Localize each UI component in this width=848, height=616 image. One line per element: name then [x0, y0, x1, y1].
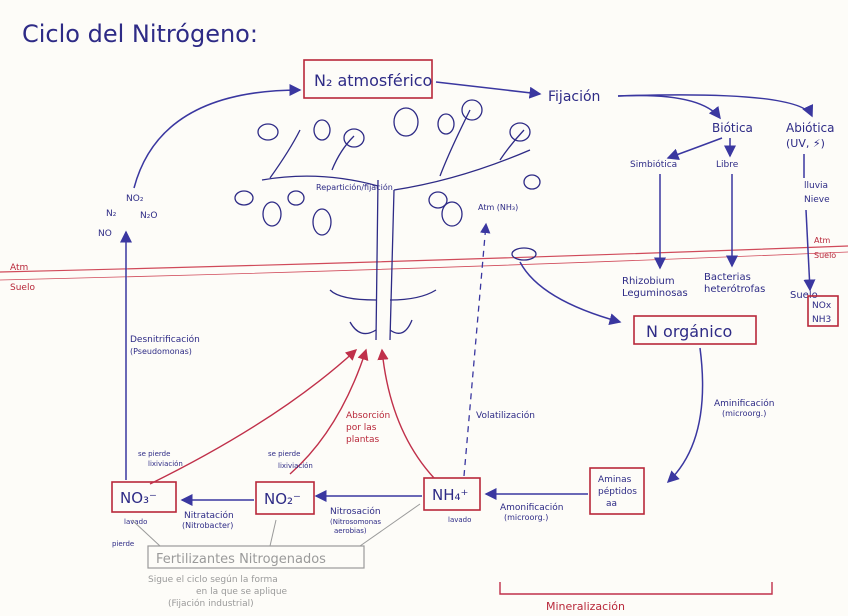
mineralizacion-label: Mineralización	[546, 600, 625, 613]
atm-soil-line-2	[0, 251, 848, 281]
mineralizacion-bracket	[499, 582, 773, 595]
aminificacion-label: Aminificación	[714, 398, 774, 409]
arrow-fijacion-abiotica	[617, 94, 814, 118]
sigue-1: Sigue el ciclo según la forma	[148, 575, 278, 585]
desnitrificacion-label: Desnitrificación	[130, 334, 200, 345]
suelo-label: Suelo	[10, 283, 35, 293]
nitrosomonas-label: (Nitrosomonas	[330, 518, 381, 526]
se-pierde-2: se pierde	[268, 450, 300, 458]
aerobias-label: aerobias)	[334, 527, 367, 535]
leguminosas-label: Leguminosas	[622, 288, 688, 299]
arrow-lluvia-suelo	[803, 209, 816, 292]
fertilizantes-box	[147, 545, 365, 569]
n2-box	[303, 59, 433, 99]
n-organico-box	[633, 315, 757, 345]
fertilizantes-label: Fertilizantes Nitrogenados	[156, 552, 326, 567]
gas-no: NO	[98, 229, 112, 239]
arrow-volatilizacion	[463, 222, 491, 477]
nitrosacion-label: Nitrosación	[330, 506, 381, 517]
se-pierde-1: se pierde	[138, 450, 170, 458]
aminas-box	[589, 467, 645, 515]
no2-label: NO₂⁻	[264, 490, 301, 508]
reparticion-label: Repartición/fijación	[316, 182, 393, 192]
atm-soil-line	[0, 245, 848, 273]
absorcion-1: Absorción	[346, 410, 390, 421]
pseudomonas-label: (Pseudomonas)	[130, 347, 192, 356]
microorg1-label: (microorg.)	[722, 409, 766, 418]
absorcion-2: por las	[346, 423, 377, 433]
fijacion-industrial: (Fijación industrial)	[168, 598, 254, 609]
fijacion-label: Fijación	[548, 89, 600, 105]
atm-label: Atm	[10, 263, 28, 273]
sigue-2: en la que se aplique	[196, 587, 288, 597]
suelo-right-label: Suelo	[790, 290, 818, 301]
arrow-n2-fijacion	[435, 81, 542, 99]
libre-label: Libre	[716, 160, 739, 170]
lixiviacion-1: lixiviación	[148, 460, 183, 468]
gas-n2: N₂	[106, 209, 117, 219]
plant-drawing	[234, 99, 541, 341]
n2-label: N₂ atmosférico	[314, 71, 432, 90]
suelo-label-right: Suelo	[814, 251, 836, 260]
nh4-box	[423, 477, 481, 511]
volatilizacion-label: Volatilización	[476, 410, 535, 421]
no3-label: NO₃⁻	[120, 489, 157, 507]
microorg2-label: (microorg.)	[504, 513, 548, 522]
aminas-1: Aminas	[598, 475, 632, 485]
biotica-label: Biótica	[712, 121, 753, 135]
bacterias-label: Bacterias	[704, 272, 751, 283]
arrow-fijacion-biotica	[617, 94, 721, 120]
lluvia-label: lluvia	[804, 181, 828, 191]
nh3-box-label: NH3	[812, 315, 831, 325]
nh4-label: NH₄⁺	[432, 486, 468, 504]
n-organico-label: N orgánico	[646, 322, 732, 341]
heterotrofas-label: heterótrofas	[704, 283, 765, 295]
aminas-2: péptidos	[598, 486, 637, 497]
arrow-no2-plant	[289, 348, 369, 475]
simbiotica-label: Simbiótica	[630, 159, 677, 170]
lavado2-label: lavado	[448, 516, 471, 524]
amonificacion-label: Amonificación	[500, 502, 563, 513]
rhizobium-label: Rhizobium	[622, 276, 675, 287]
aminas-3: aa	[606, 499, 617, 509]
no3-box	[111, 481, 177, 513]
arrow-no3-plant	[149, 349, 358, 485]
nox-box	[807, 295, 839, 327]
arrow-norganico-aminas	[666, 347, 704, 484]
fert-arrow-no3	[131, 519, 161, 547]
lixiviacion-2: lixiviación	[278, 462, 313, 470]
absorcion-3: plantas	[346, 435, 379, 445]
gas-n2o: N₂O	[140, 211, 157, 221]
abiotica-sub: (UV, ⚡)	[786, 137, 825, 150]
nitratacion-label: Nitratación	[184, 510, 234, 521]
arrow-biotica-simbiotica	[666, 137, 723, 161]
fert-arrow-nh4	[359, 503, 421, 547]
gas-no2: NO₂	[126, 194, 144, 204]
atm-nh3-label: Atm (NH₃)	[478, 203, 518, 212]
abiotica-label: Abiótica	[786, 121, 835, 135]
fert-arrow-no2	[269, 519, 277, 547]
arrow-leaf-norganico	[519, 261, 622, 325]
nitrobacter-label: (Nitrobacter)	[182, 521, 233, 530]
lavado-label: lavado	[124, 518, 147, 526]
arrow-gases-n2	[133, 84, 302, 189]
pierde-label: pierde	[112, 540, 134, 548]
page-title: Ciclo del Nitrógeno:	[22, 20, 258, 48]
no2-box	[255, 481, 315, 515]
nox-label: NOx	[812, 301, 832, 311]
atm-label-right: Atm	[814, 236, 830, 245]
arrow-nh4-plant	[377, 348, 435, 479]
nieve-label: Nieve	[804, 195, 830, 205]
